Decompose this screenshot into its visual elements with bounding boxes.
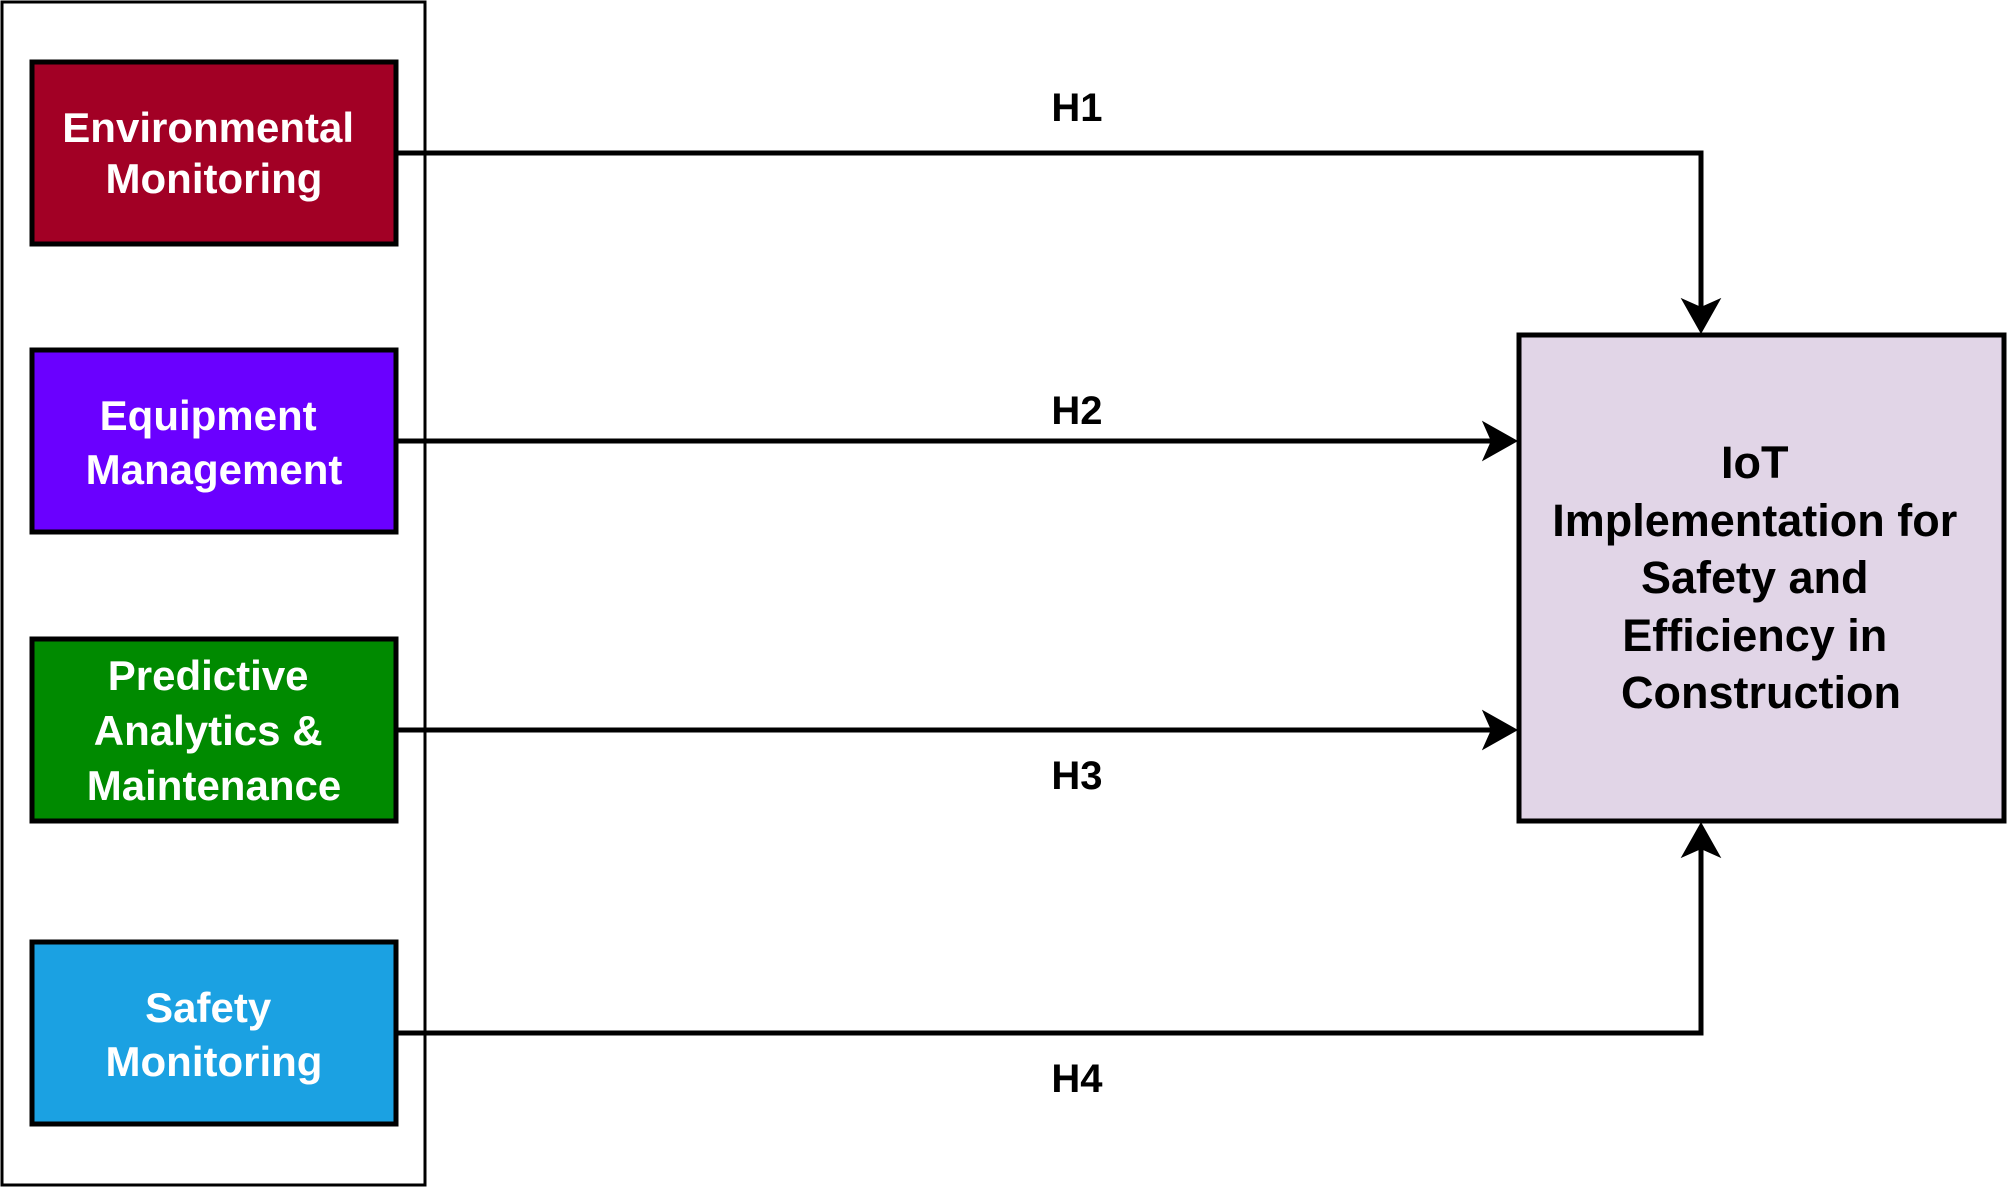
factor-label-line: Analytics & (94, 707, 323, 754)
svg-text:Safety Monitoring: Safety Monitoring (106, 984, 323, 1085)
outcome-label-line: Construction (1621, 667, 1901, 718)
factor-label-line: Monitoring (106, 155, 323, 202)
svg-text:Predictive Analytics &: Predictive Analytics & Maintenance (87, 652, 341, 809)
hypothesis-label-h3: H3 (1051, 754, 1102, 798)
hypothesis-label-h1: H1 (1051, 86, 1102, 130)
outcome-label-line: Safety and (1641, 552, 1869, 603)
factor-box-equipment: Equipment Management (29, 347, 399, 535)
factor-label-line: Monitoring (106, 1038, 323, 1085)
svg-text:Equipment Management: Equipment Management (86, 392, 343, 493)
arrowhead-right (1481, 709, 1519, 751)
outcome-label-line: IoT (1721, 437, 1788, 488)
hypothesis-arrow-h4: H4 (396, 821, 1722, 1101)
factor-box-environmental: Environmental Monitoring (29, 59, 399, 247)
hypothesis-arrow-h2: H2 (396, 389, 1519, 462)
factor-label-line: Predictive (108, 652, 309, 699)
hypothesis-label-h2: H2 (1051, 389, 1102, 433)
outcome-label-line: Implementation for (1552, 495, 1957, 546)
hypothesis-label-h4: H4 (1051, 1057, 1103, 1101)
arrowhead-down (1680, 297, 1722, 335)
factor-label-line: Equipment (100, 392, 317, 439)
outcome-label-line: Efficiency in (1622, 610, 1887, 661)
arrowhead-right (1481, 420, 1519, 462)
factor-label-line: Safety (145, 984, 272, 1031)
hypothesis-arrow-h3: H3 (396, 709, 1519, 798)
factor-label-line: Maintenance (87, 762, 341, 809)
factor-label-line: Management (86, 446, 343, 493)
factor-box-predictive: Predictive Analytics & Maintenance (29, 636, 399, 824)
hypothesis-arrow-h1: H1 (396, 86, 1722, 335)
svg-text:Environmental Monitoring: Environmental Monitoring (62, 104, 365, 202)
factor-label-line: Environmental (62, 104, 354, 151)
svg-text:IoT Implementation for: IoT Implementation for Safety and Effici… (1552, 437, 1970, 718)
outcome-box: IoT Implementation for Safety and Effici… (1516, 332, 2007, 824)
factor-box-safety: Safety Monitoring (29, 939, 399, 1127)
arrowhead-up (1680, 821, 1722, 859)
